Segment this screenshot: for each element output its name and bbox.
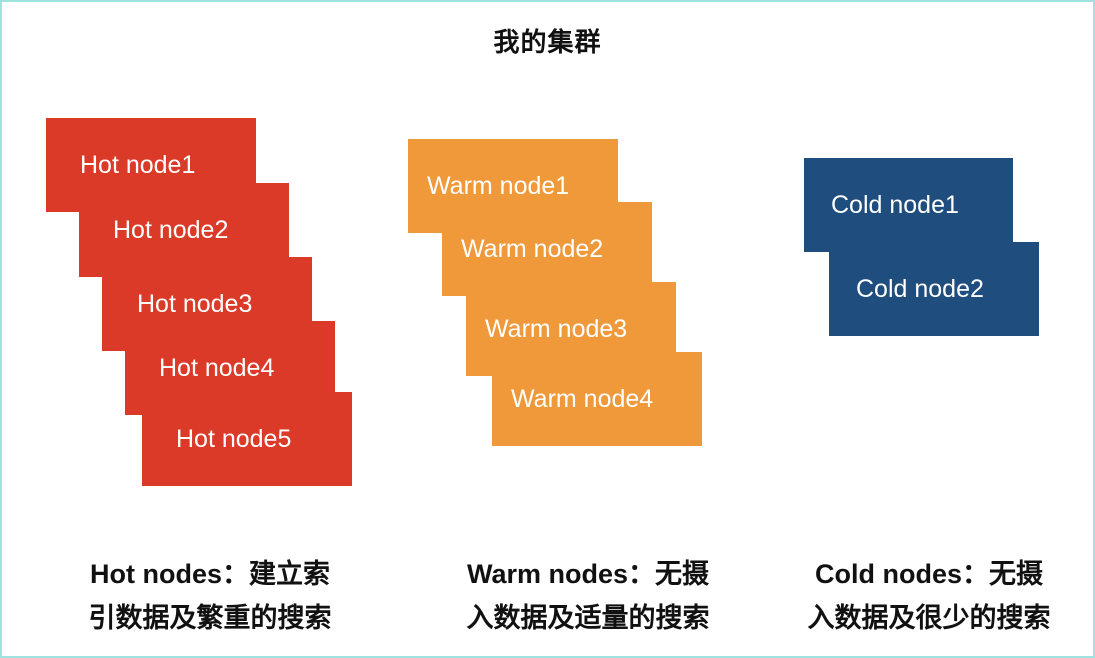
cold-caption: Cold nodes：无摄 入数据及很少的搜索 (764, 552, 1094, 640)
hot-node-5-label: Hot node5 (176, 424, 292, 453)
hot-caption-line2: 引数据及繁重的搜索 (88, 603, 332, 633)
warm-node-4: Warm node4 (492, 352, 702, 446)
warm-node-3-label: Warm node3 (485, 314, 628, 343)
warm-caption-line1: Warm nodes：无摄 (466, 559, 710, 589)
warm-node-4-label: Warm node4 (511, 384, 654, 413)
hot-node-2-label: Hot node2 (113, 215, 229, 244)
hot-node-5: Hot node5 (142, 392, 352, 486)
hot-caption-line1: Hot nodes：建立索 (90, 559, 330, 589)
cold-caption-line1: Cold nodes：无摄 (815, 559, 1043, 589)
warm-node-2: Warm node2 (442, 202, 652, 296)
warm-caption: Warm nodes：无摄 入数据及适量的搜索 (418, 552, 758, 640)
diagram-title: 我的集群 (493, 28, 602, 58)
cold-node-1: Cold node1 (804, 158, 1013, 252)
cold-caption-line2: 入数据及很少的搜索 (807, 603, 1051, 633)
warm-node-2-label: Warm node2 (461, 234, 604, 263)
hot-node-3-label: Hot node3 (137, 289, 253, 318)
cold-node-2-label: Cold node2 (856, 274, 984, 303)
hot-node-1-label: Hot node1 (80, 150, 196, 179)
cold-node-2: Cold node2 (829, 242, 1039, 336)
warm-node-1-label: Warm node1 (427, 171, 570, 200)
warm-caption-line2: 入数据及适量的搜索 (466, 603, 710, 633)
hot-caption: Hot nodes：建立索 引数据及繁重的搜索 (40, 552, 380, 640)
cold-node-1-label: Cold node1 (831, 190, 959, 219)
hot-node-4-label: Hot node4 (159, 353, 275, 382)
